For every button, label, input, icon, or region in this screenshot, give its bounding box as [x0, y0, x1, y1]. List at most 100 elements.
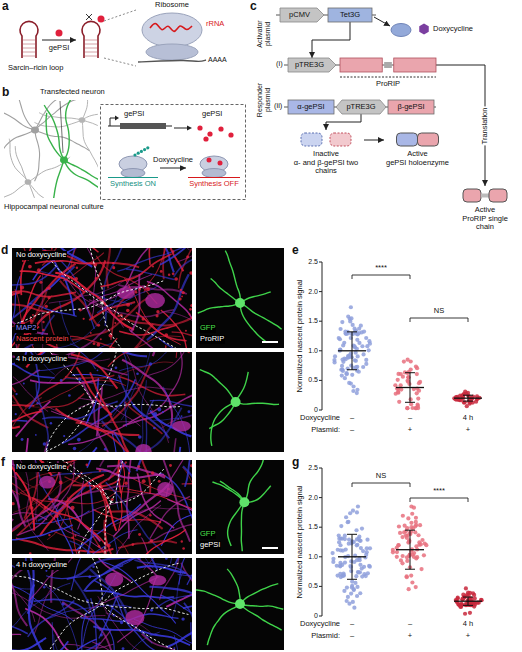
- micrograph: [225, 251, 240, 303]
- scatter-plot: [319, 410, 322, 411]
- micrograph: [182, 291, 185, 294]
- scatter-plot: [338, 327, 342, 331]
- micrograph: [135, 444, 151, 452]
- scatter-plot: [347, 579, 357, 580]
- micrograph: [29, 584, 55, 650]
- node-text: gePSI: [202, 110, 222, 119]
- inset-panel: [101, 105, 246, 200]
- panel-letter: b: [2, 86, 9, 100]
- scatter-plot: [414, 556, 418, 560]
- scatter-plot: [397, 524, 401, 528]
- ribosome-on: [143, 148, 146, 151]
- panel-letter: g: [292, 456, 299, 470]
- node-text: pCMV: [289, 11, 310, 20]
- ribosome-off: Synthesis OFF: [186, 144, 242, 189]
- micrograph: [34, 599, 90, 613]
- protein-chains: [489, 189, 507, 202]
- promoter-arrow: [336, 100, 386, 114]
- micrograph: [37, 604, 102, 650]
- node-text: Synthesis OFF: [189, 180, 239, 189]
- micrograph: [36, 442, 47, 452]
- micrograph: [74, 277, 78, 281]
- ribosome-on: [137, 152, 140, 155]
- micrograph: [92, 530, 133, 554]
- micrograph: [181, 617, 184, 620]
- ribosome-illustration: [23, 40, 35, 41]
- micrograph: [60, 379, 63, 382]
- micrograph: [93, 342, 96, 345]
- ribosome-on: [146, 146, 149, 149]
- scatter-plot: [422, 553, 426, 557]
- inset-panel: [207, 131, 212, 136]
- neuron-culture: [25, 179, 32, 185]
- micrograph: [178, 574, 192, 603]
- micrograph: [142, 318, 145, 321]
- scatter-plot: [352, 332, 353, 370]
- micrograph: [198, 303, 240, 313]
- scatter-plot: [319, 262, 482, 410]
- ribosome-on: [133, 153, 136, 156]
- micrograph: [94, 580, 158, 650]
- node-text: Inactive: [313, 150, 339, 159]
- scatter-plot: [368, 565, 372, 569]
- scatter-plot: [405, 402, 415, 403]
- scatter-plot: [340, 320, 344, 324]
- scatter-plot: [355, 391, 359, 395]
- micrograph: [107, 544, 111, 548]
- micrograph: [88, 575, 91, 578]
- gene-box: [340, 58, 436, 80]
- panel-letter: e: [292, 244, 299, 258]
- micrograph: [62, 460, 111, 502]
- micrograph: [117, 315, 120, 318]
- micrograph: [76, 423, 138, 452]
- micrograph: [164, 475, 166, 477]
- scatter-plot: [345, 371, 349, 375]
- micrograph: [93, 402, 180, 407]
- scatter-plot: [360, 566, 364, 570]
- neuron-culture: [40, 160, 64, 198]
- text-label: rRNA: [206, 20, 224, 29]
- scatter-plot: [355, 585, 359, 589]
- micrograph: [62, 336, 153, 348]
- scatter-plot: [407, 382, 411, 386]
- scatter-plot: [468, 395, 469, 401]
- micrograph: [239, 497, 249, 507]
- scatter-plot: [331, 557, 335, 561]
- micrograph: [90, 332, 92, 334]
- micrograph: [155, 314, 158, 317]
- text-label: 4 h doxycycline: [15, 355, 68, 364]
- micrograph: [189, 308, 192, 311]
- text-label: Plasmid:: [311, 426, 340, 435]
- micrograph: [65, 276, 124, 328]
- scatter-plot: [347, 331, 357, 332]
- micrograph: [137, 465, 140, 468]
- micrograph: [150, 609, 153, 612]
- micrograph: [196, 460, 284, 554]
- scatter-plot: [354, 574, 358, 578]
- micrograph: [172, 273, 175, 276]
- scatter-plot: [420, 538, 424, 542]
- micrograph: [240, 303, 282, 329]
- inset-panel: [174, 128, 188, 129]
- tick-label: 1.5: [308, 523, 318, 531]
- node-text: gePSI: [124, 110, 144, 119]
- text-label: ProRIP: [199, 335, 225, 344]
- micrograph: [125, 402, 163, 434]
- micrograph: [128, 472, 130, 474]
- scatter-plot: [352, 606, 356, 610]
- node-text: α-gePSI: [297, 103, 324, 112]
- text-label: –: [350, 414, 354, 423]
- scatter-plot: [319, 497, 322, 498]
- neuron-culture: [13, 100, 35, 130]
- scatter-plot: [414, 365, 418, 369]
- scatter-plot: [365, 344, 369, 348]
- micrograph: [179, 298, 182, 301]
- scatter-plot: [342, 589, 346, 593]
- scatter-plot: [405, 372, 415, 373]
- micrograph: [207, 604, 240, 645]
- micrograph: [20, 286, 24, 290]
- ribosome-illustration: [82, 21, 100, 58]
- micrograph: [235, 599, 245, 609]
- scatter-plot: [406, 358, 410, 362]
- gene-box: [340, 58, 382, 72]
